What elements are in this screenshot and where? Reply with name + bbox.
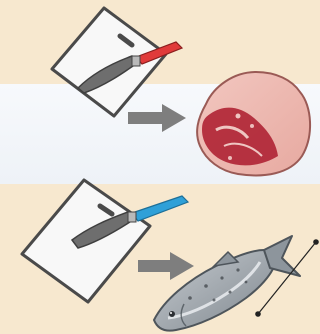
cutting-board-guide-illustration [0,0,320,334]
illustration-canvas [0,0,320,334]
